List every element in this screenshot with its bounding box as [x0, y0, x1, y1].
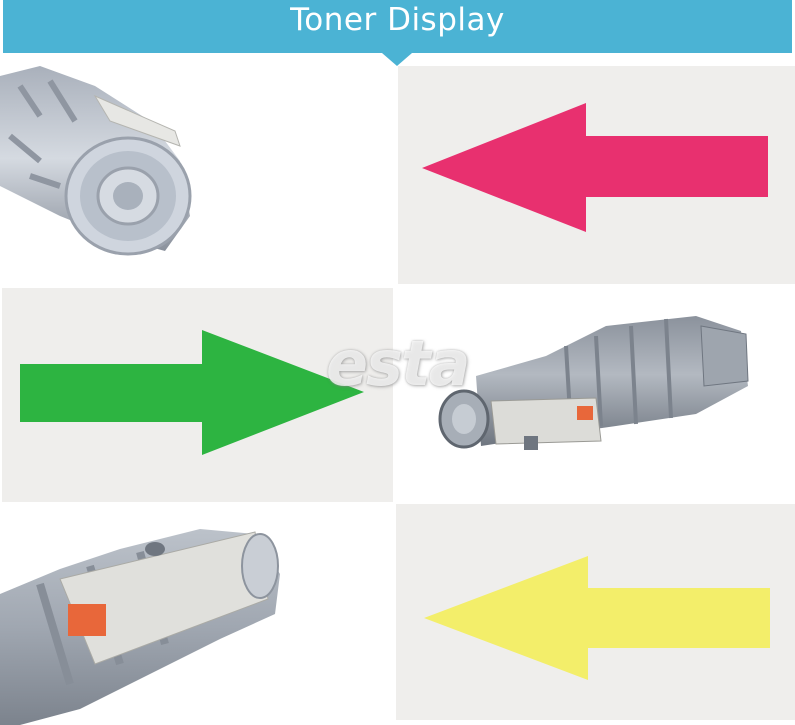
right-arrow-icon: [20, 330, 364, 455]
toner-cartridge-photo: [438, 316, 749, 450]
toner-end-photo-cell: [0, 66, 396, 284]
toner-cartridge-closeup-photo: [0, 529, 280, 725]
toner-cartridge-end-photo: [0, 66, 192, 256]
toner-photo-cell: [396, 286, 795, 502]
green-arrow-cell: [2, 288, 393, 502]
banner-pointer: [382, 53, 412, 66]
toner-closeup-cell: [0, 504, 396, 725]
magenta-arrow-cell: [398, 66, 795, 284]
left-arrow-icon: [424, 556, 770, 680]
watermark: esta: [326, 327, 470, 400]
header-banner: Toner Display: [3, 0, 792, 53]
yellow-arrow-cell: [396, 504, 795, 720]
left-arrow-icon: [422, 103, 768, 232]
page-title: Toner Display: [290, 2, 505, 38]
